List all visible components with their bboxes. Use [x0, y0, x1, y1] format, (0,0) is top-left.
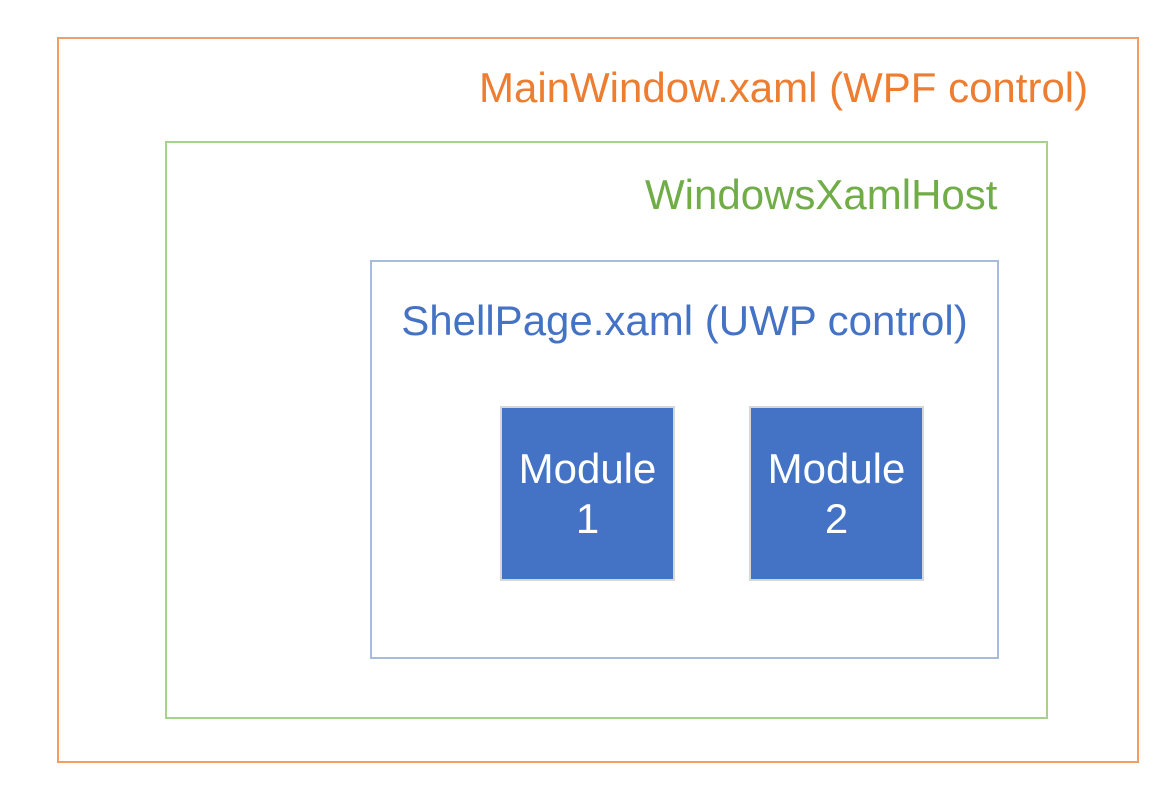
shellpage-uwp-box: ShellPage.xaml (UWP control) Module 1 Mo… [370, 260, 999, 659]
windows-xaml-host-box: WindowsXamlHost ShellPage.xaml (UWP cont… [165, 141, 1048, 719]
mainwindow-wpf-box: MainWindow.xaml (WPF control) WindowsXam… [57, 37, 1139, 763]
mainwindow-wpf-label: MainWindow.xaml (WPF control) [479, 64, 1089, 111]
module-2-box: Module 2 [749, 406, 924, 581]
windows-xaml-host-label: WindowsXamlHost [645, 171, 998, 218]
module-1-box: Module 1 [500, 406, 675, 581]
module-1-label-line2: 1 [575, 494, 600, 542]
module-2-label-line1: Module [767, 444, 906, 492]
module-1-label-line1: Module [518, 444, 657, 492]
module-2-label-line2: 2 [824, 494, 849, 542]
shellpage-uwp-label: ShellPage.xaml (UWP control) [401, 297, 968, 344]
